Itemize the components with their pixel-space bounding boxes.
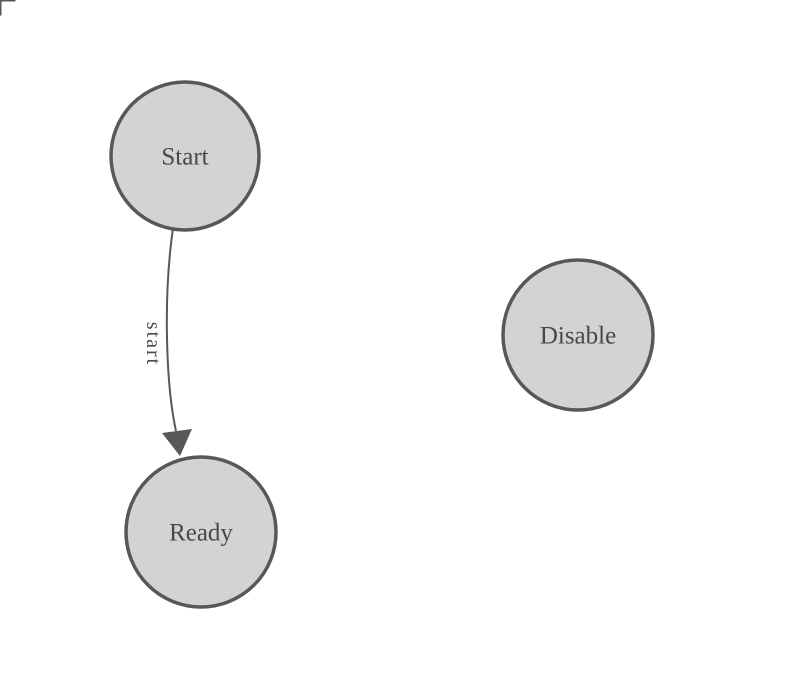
state-node-ready[interactable]: Ready (124, 455, 278, 609)
state-node-circle[interactable] (501, 258, 655, 412)
state-node-circle[interactable] (109, 80, 261, 232)
arrowhead-icon (162, 429, 192, 456)
transition-edge-start-ready[interactable]: start (142, 227, 192, 456)
state-node-start[interactable]: Start (109, 80, 261, 232)
canvas-corner-mark-icon (0, 0, 16, 16)
state-node-circle[interactable] (124, 455, 278, 609)
transition-edge-path[interactable] (165, 227, 177, 432)
transition-edge-label: start (142, 322, 164, 366)
state-node-disable[interactable]: Disable (501, 258, 655, 412)
